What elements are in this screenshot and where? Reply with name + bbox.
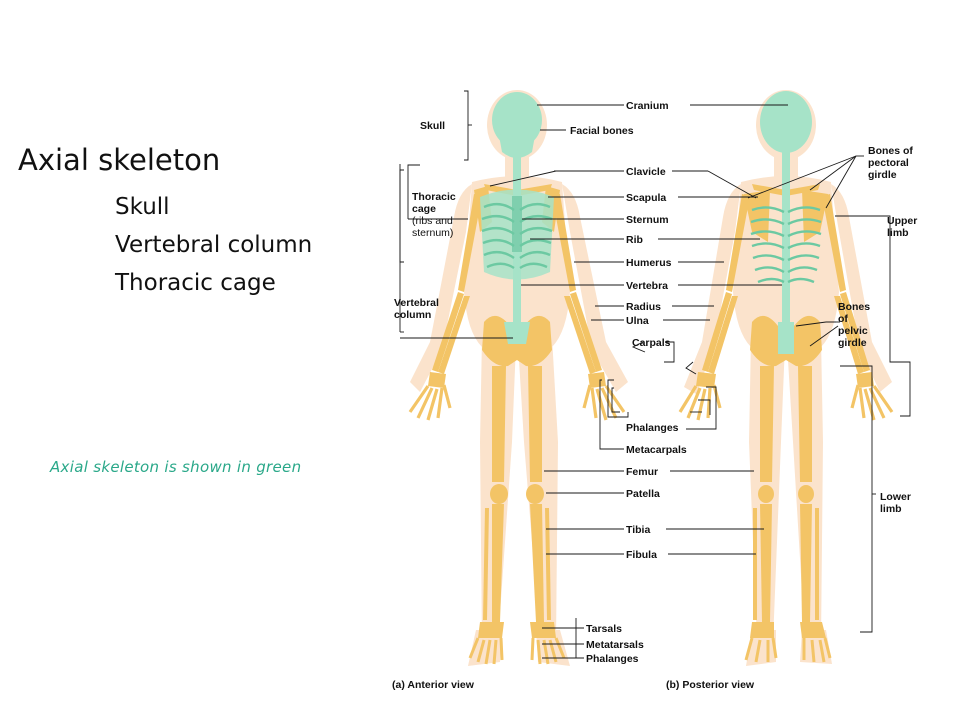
label-bones-pelvic-3: pelvic — [838, 325, 868, 337]
label-bones-pelvic-2: of — [838, 313, 848, 325]
label-phalanges-foot: Phalanges — [586, 653, 639, 665]
label-patella: Patella — [626, 488, 660, 500]
label-scapula: Scapula — [626, 192, 666, 204]
label-bones-pelvic-1: Bones — [838, 301, 870, 313]
label-thoracic-cage-4: sternum) — [412, 227, 453, 239]
label-thoracic-cage-2: cage — [412, 203, 436, 215]
bone-labels: Cranium Facial bones Clavicle Scapula St… — [392, 100, 917, 691]
label-bones-pectoral-2: pectoral — [868, 157, 909, 169]
skeleton-figure: Cranium Facial bones Clavicle Scapula St… — [392, 90, 917, 691]
label-bones-pelvic-4: girdle — [838, 337, 867, 349]
label-tibia: Tibia — [626, 524, 650, 536]
label-bones-pectoral-3: girdle — [868, 169, 897, 181]
label-phalanges-hand: Phalanges — [626, 422, 679, 434]
label-vertebral-column-1: Vertebral — [394, 297, 439, 309]
label-upper-limb-2: limb — [887, 227, 909, 239]
bullet-vertebral-column: Vertebral column — [115, 232, 313, 258]
bullet-list: Skull Vertebral column Thoracic cage — [115, 188, 312, 302]
label-fibula: Fibula — [626, 549, 657, 561]
label-humerus: Humerus — [626, 257, 672, 269]
slide-title: Axial skeleton — [18, 143, 221, 177]
label-metatarsals: Metatarsals — [586, 639, 644, 651]
label-anterior-view: (a) Anterior view — [392, 679, 475, 691]
label-lower-limb-2: limb — [880, 503, 902, 515]
posterior-skeleton — [678, 91, 894, 663]
label-clavicle: Clavicle — [626, 166, 666, 178]
label-cranium: Cranium — [626, 100, 669, 112]
label-vertebra: Vertebra — [626, 280, 668, 292]
label-metacarpals: Metacarpals — [626, 444, 687, 456]
label-lower-limb-1: Lower — [880, 491, 911, 503]
label-bones-pectoral-1: Bones of — [868, 145, 913, 157]
label-femur: Femur — [626, 466, 658, 478]
bullet-thoracic-cage: Thoracic cage — [115, 270, 276, 296]
label-vertebral-column-2: column — [394, 309, 431, 321]
label-carpals: Carpals — [632, 337, 671, 349]
label-skull: Skull — [420, 120, 445, 132]
anterior-skeleton — [408, 92, 626, 665]
label-facial-bones: Facial bones — [570, 125, 634, 137]
label-posterior-view: (b) Posterior view — [666, 679, 755, 691]
label-tarsals: Tarsals — [586, 623, 622, 635]
label-ulna: Ulna — [626, 315, 649, 327]
leader-lines — [399, 90, 911, 659]
label-rib: Rib — [626, 234, 643, 246]
figure-caption: Axial skeleton is shown in green — [50, 458, 302, 476]
label-upper-limb-1: Upper — [887, 215, 917, 227]
label-thoracic-cage-1: Thoracic — [412, 191, 456, 203]
bullet-skull: Skull — [115, 194, 170, 220]
label-thoracic-cage-3: (ribs and — [412, 215, 453, 227]
label-radius: Radius — [626, 301, 661, 313]
label-sternum: Sternum — [626, 214, 669, 226]
